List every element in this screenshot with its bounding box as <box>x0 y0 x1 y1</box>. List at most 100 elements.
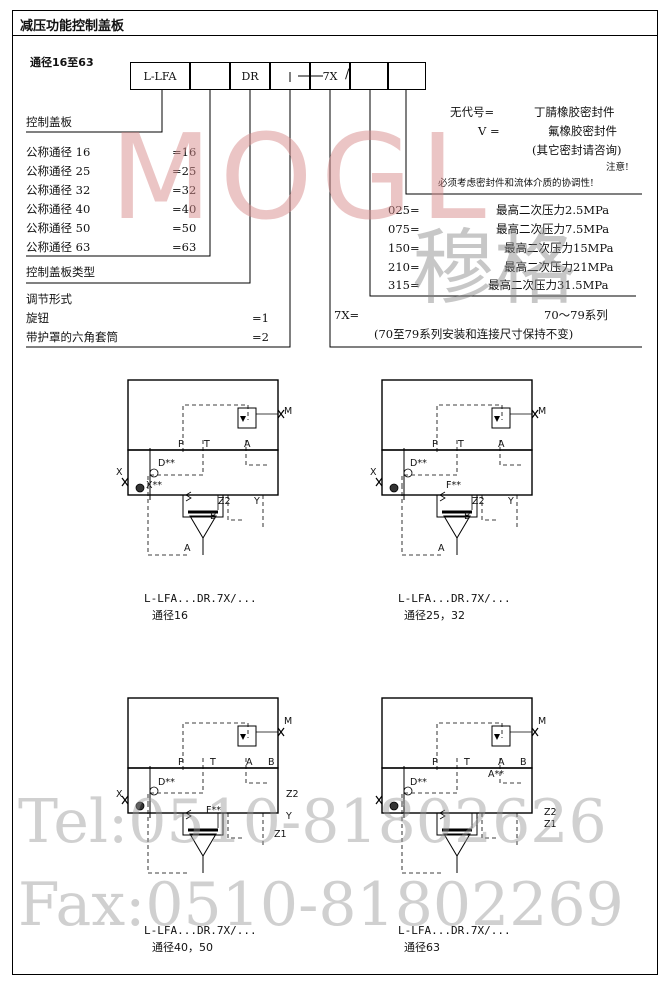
orifice-d: D** <box>410 458 427 469</box>
port-b: B <box>268 757 275 768</box>
size-dn: 16 <box>75 145 91 159</box>
cover-type-label: 控制盖板类型 <box>26 265 95 279</box>
port-z1: Z1 <box>274 829 287 840</box>
size-name: 公称通径 <box>26 221 72 235</box>
size-label: 通径16至63 <box>30 56 94 69</box>
port-b: B <box>520 757 527 768</box>
adjust-item-name: 旋钮 <box>26 311 49 325</box>
code-box-pressure <box>350 62 388 90</box>
size-dn: 40 <box>75 202 91 216</box>
adjust-item-code: =2 <box>252 330 269 344</box>
size-name: 公称通径 <box>26 145 72 159</box>
port-p: P <box>178 439 184 450</box>
orifice-a: A** <box>488 769 504 780</box>
size-code: =40 <box>172 202 197 216</box>
seal-key: 无代号= <box>450 105 495 119</box>
diagram-model: L-LFA...DR.7X/... <box>398 924 511 937</box>
diagram-model: L-LFA...DR.7X/... <box>144 592 257 605</box>
size-code: =63 <box>172 240 197 254</box>
orifice-f: F** <box>206 805 221 816</box>
seal-value: 丁腈橡胶密封件 <box>534 105 615 119</box>
size-code: =32 <box>172 183 197 197</box>
port-p: P <box>432 757 438 768</box>
port-p: P <box>178 757 184 768</box>
code-box-size <box>190 62 230 90</box>
orifice-d: D** <box>158 777 175 788</box>
port-a: A <box>246 757 253 768</box>
port-z2: Z2 <box>472 496 485 507</box>
port-p: P <box>432 439 438 450</box>
port-a: A <box>498 439 505 450</box>
cover-label: 控制盖板 <box>26 115 72 129</box>
diagram-model: L-LFA...DR.7X/... <box>398 592 511 605</box>
port-a: A <box>498 757 505 768</box>
port-z2: Z2 <box>286 789 299 800</box>
port-y: Y <box>286 811 292 822</box>
port-t: T <box>210 757 216 768</box>
watermark-tel: Tel:0510-81802626 <box>18 787 607 857</box>
size-name: 公称通径 <box>26 183 72 197</box>
watermark-fax: Fax:0510-81802269 <box>18 870 624 940</box>
diagram-model: L-LFA...DR.7X/... <box>144 924 257 937</box>
port-x: X <box>116 789 123 800</box>
page-frame <box>12 10 658 975</box>
port-t: T <box>458 439 464 450</box>
port-b: B <box>210 511 217 522</box>
diagram-dn: 通径25，32 <box>404 609 465 622</box>
size-code: =25 <box>172 164 197 178</box>
watermark-cn: 穆格 <box>412 221 577 316</box>
pressure-code: 025= <box>388 203 420 217</box>
port-x: X <box>116 467 123 478</box>
seal-key: V = <box>478 124 500 138</box>
diagram-dn: 通径40，50 <box>152 941 213 954</box>
adjust-item-name: 带护罩的六角套筒 <box>26 330 118 344</box>
pressure-code: 150= <box>388 241 420 255</box>
port-y: Y <box>254 496 260 507</box>
size-dn: 32 <box>75 183 91 197</box>
size-name: 公称通径 <box>26 164 72 178</box>
size-code: =16 <box>172 145 197 159</box>
port-a-bottom: A <box>184 543 191 554</box>
diagram-dn: 通径63 <box>404 941 440 954</box>
seal-warning: 必须考虑密封件和流体介质的协调性! <box>438 178 594 189</box>
adjust-label: 调节形式 <box>26 292 72 306</box>
adjust-item-code: =1 <box>252 311 269 325</box>
size-dn: 25 <box>75 164 91 178</box>
port-m: M <box>538 716 547 727</box>
pressure-text: 最高二次压力15MPa <box>504 241 614 255</box>
seal-attention: 注意! <box>606 162 629 173</box>
pressure-text: 最高二次压力21MPa <box>504 260 614 274</box>
port-t: T <box>204 439 210 450</box>
page-title: 减压功能控制盖板 <box>12 10 658 36</box>
port-m: M <box>538 406 547 417</box>
diagram-dn: 通径16 <box>152 609 188 622</box>
pressure-text: 最高二次压力31.5MPa <box>488 278 609 292</box>
seal-value: 氟橡胶密封件 <box>548 124 617 138</box>
pressure-code: 210= <box>388 260 420 274</box>
pressure-text: 最高二次压力2.5MPa <box>496 203 610 217</box>
code-box-series: L-LFA <box>130 62 190 90</box>
series-code: 7X= <box>334 308 360 322</box>
pressure-text: 最高二次压力7.5MPa <box>496 222 610 236</box>
port-m: M <box>284 406 293 417</box>
port-m: M <box>284 716 293 727</box>
size-dn: 50 <box>75 221 91 235</box>
size-code: =50 <box>172 221 197 235</box>
code-slash: / <box>345 67 350 82</box>
size-dn: 63 <box>75 240 91 254</box>
seal-note: (其它密封请咨询) <box>532 143 622 157</box>
size-name: 公称通径 <box>26 202 72 216</box>
port-x: X <box>370 467 377 478</box>
pressure-code: 075= <box>388 222 420 236</box>
port-a: A <box>244 439 251 450</box>
port-t: T <box>464 757 470 768</box>
orifice-d: D** <box>158 458 175 469</box>
port-z2: Z2 <box>544 807 557 818</box>
port-z1: Z1 <box>544 819 557 830</box>
port-b: B <box>464 511 471 522</box>
orifice-f: F** <box>446 480 461 491</box>
orifice-x: X** <box>146 480 163 491</box>
watermark-logo: MOGL <box>110 108 494 246</box>
port-y: Y <box>508 496 514 507</box>
